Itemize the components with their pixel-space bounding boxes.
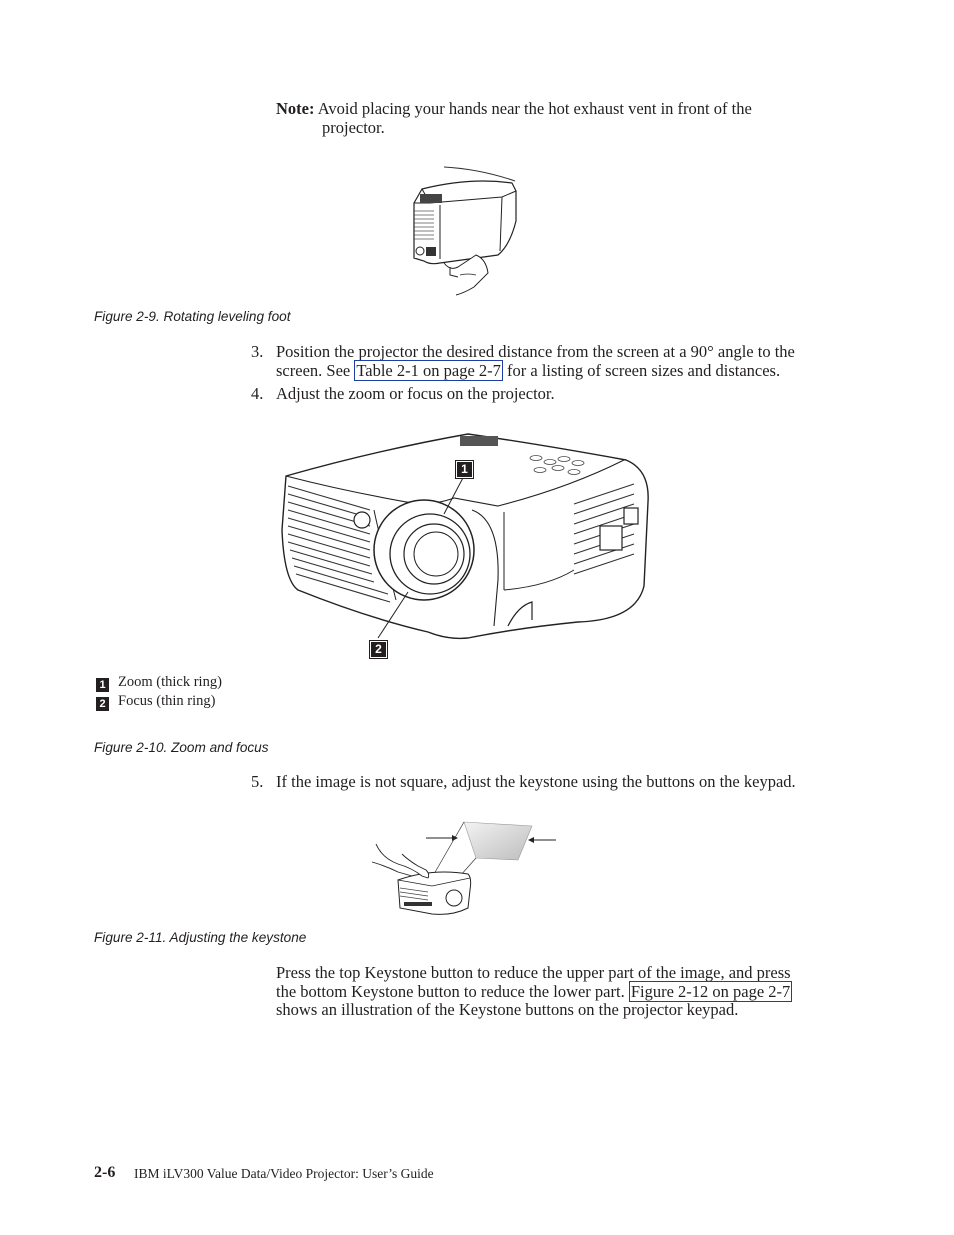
legend-focus-text: Focus (thin ring): [118, 693, 216, 709]
figure-callout-1: 1: [455, 460, 474, 479]
step-4-number: 4.: [251, 384, 264, 403]
keystone-para-line2: the bottom Keystone button to reduce the…: [276, 981, 793, 1002]
keystone-para-line1: Press the top Keystone button to reduce …: [276, 963, 791, 982]
legend-callout-2-box: 2: [96, 697, 109, 711]
legend-callout-1: 1: [96, 675, 109, 693]
step-3-line2-pre: screen. See: [276, 361, 355, 380]
leveling-foot-illustration: [413, 166, 517, 296]
figure-callout-2: 2: [369, 640, 388, 659]
step-3-line2: screen. See Table 2-1 on page 2-7 for a …: [276, 360, 781, 381]
keystone-para-line2-pre: the bottom Keystone button to reduce the…: [276, 982, 629, 1001]
table-2-1-link[interactable]: Table 2-1 on page 2-7: [354, 360, 503, 381]
step-3-number: 3.: [251, 342, 264, 361]
keystone-illustration: [371, 821, 556, 915]
note-block: Note: Avoid placing your hands near the …: [276, 99, 752, 118]
legend-callout-2: 2: [96, 694, 109, 712]
note-label: Note:: [276, 99, 315, 118]
figure-2-12-link[interactable]: Figure 2-12 on page 2-7: [628, 981, 793, 1002]
step-4-text: Adjust the zoom or focus on the projecto…: [276, 384, 555, 403]
footer-page-number: 2-6: [94, 1164, 116, 1181]
figure-2-9-caption: Figure 2-9. Rotating leveling foot: [94, 309, 291, 324]
keystone-para-line3: shows an illustration of the Keystone bu…: [276, 1000, 739, 1019]
note-text-line1: Avoid placing your hands near the hot ex…: [317, 99, 752, 118]
footer-title: IBM iLV300 Value Data/Video Projector: U…: [134, 1166, 434, 1181]
figure-2-10-caption: Figure 2-10. Zoom and focus: [94, 740, 269, 755]
legend-zoom-text: Zoom (thick ring): [118, 674, 222, 690]
legend-callout-1-box: 1: [96, 678, 109, 692]
note-text-line2: projector.: [322, 118, 385, 137]
step-5-text: If the image is not square, adjust the k…: [276, 772, 796, 791]
zoom-focus-illustration: [281, 433, 649, 640]
step-3-line1: Position the projector the desired dista…: [276, 342, 795, 361]
figure-2-11-caption: Figure 2-11. Adjusting the keystone: [94, 930, 307, 945]
step-5-number: 5.: [251, 772, 264, 791]
step-3-line2-post: for a listing of screen sizes and distan…: [502, 361, 781, 380]
